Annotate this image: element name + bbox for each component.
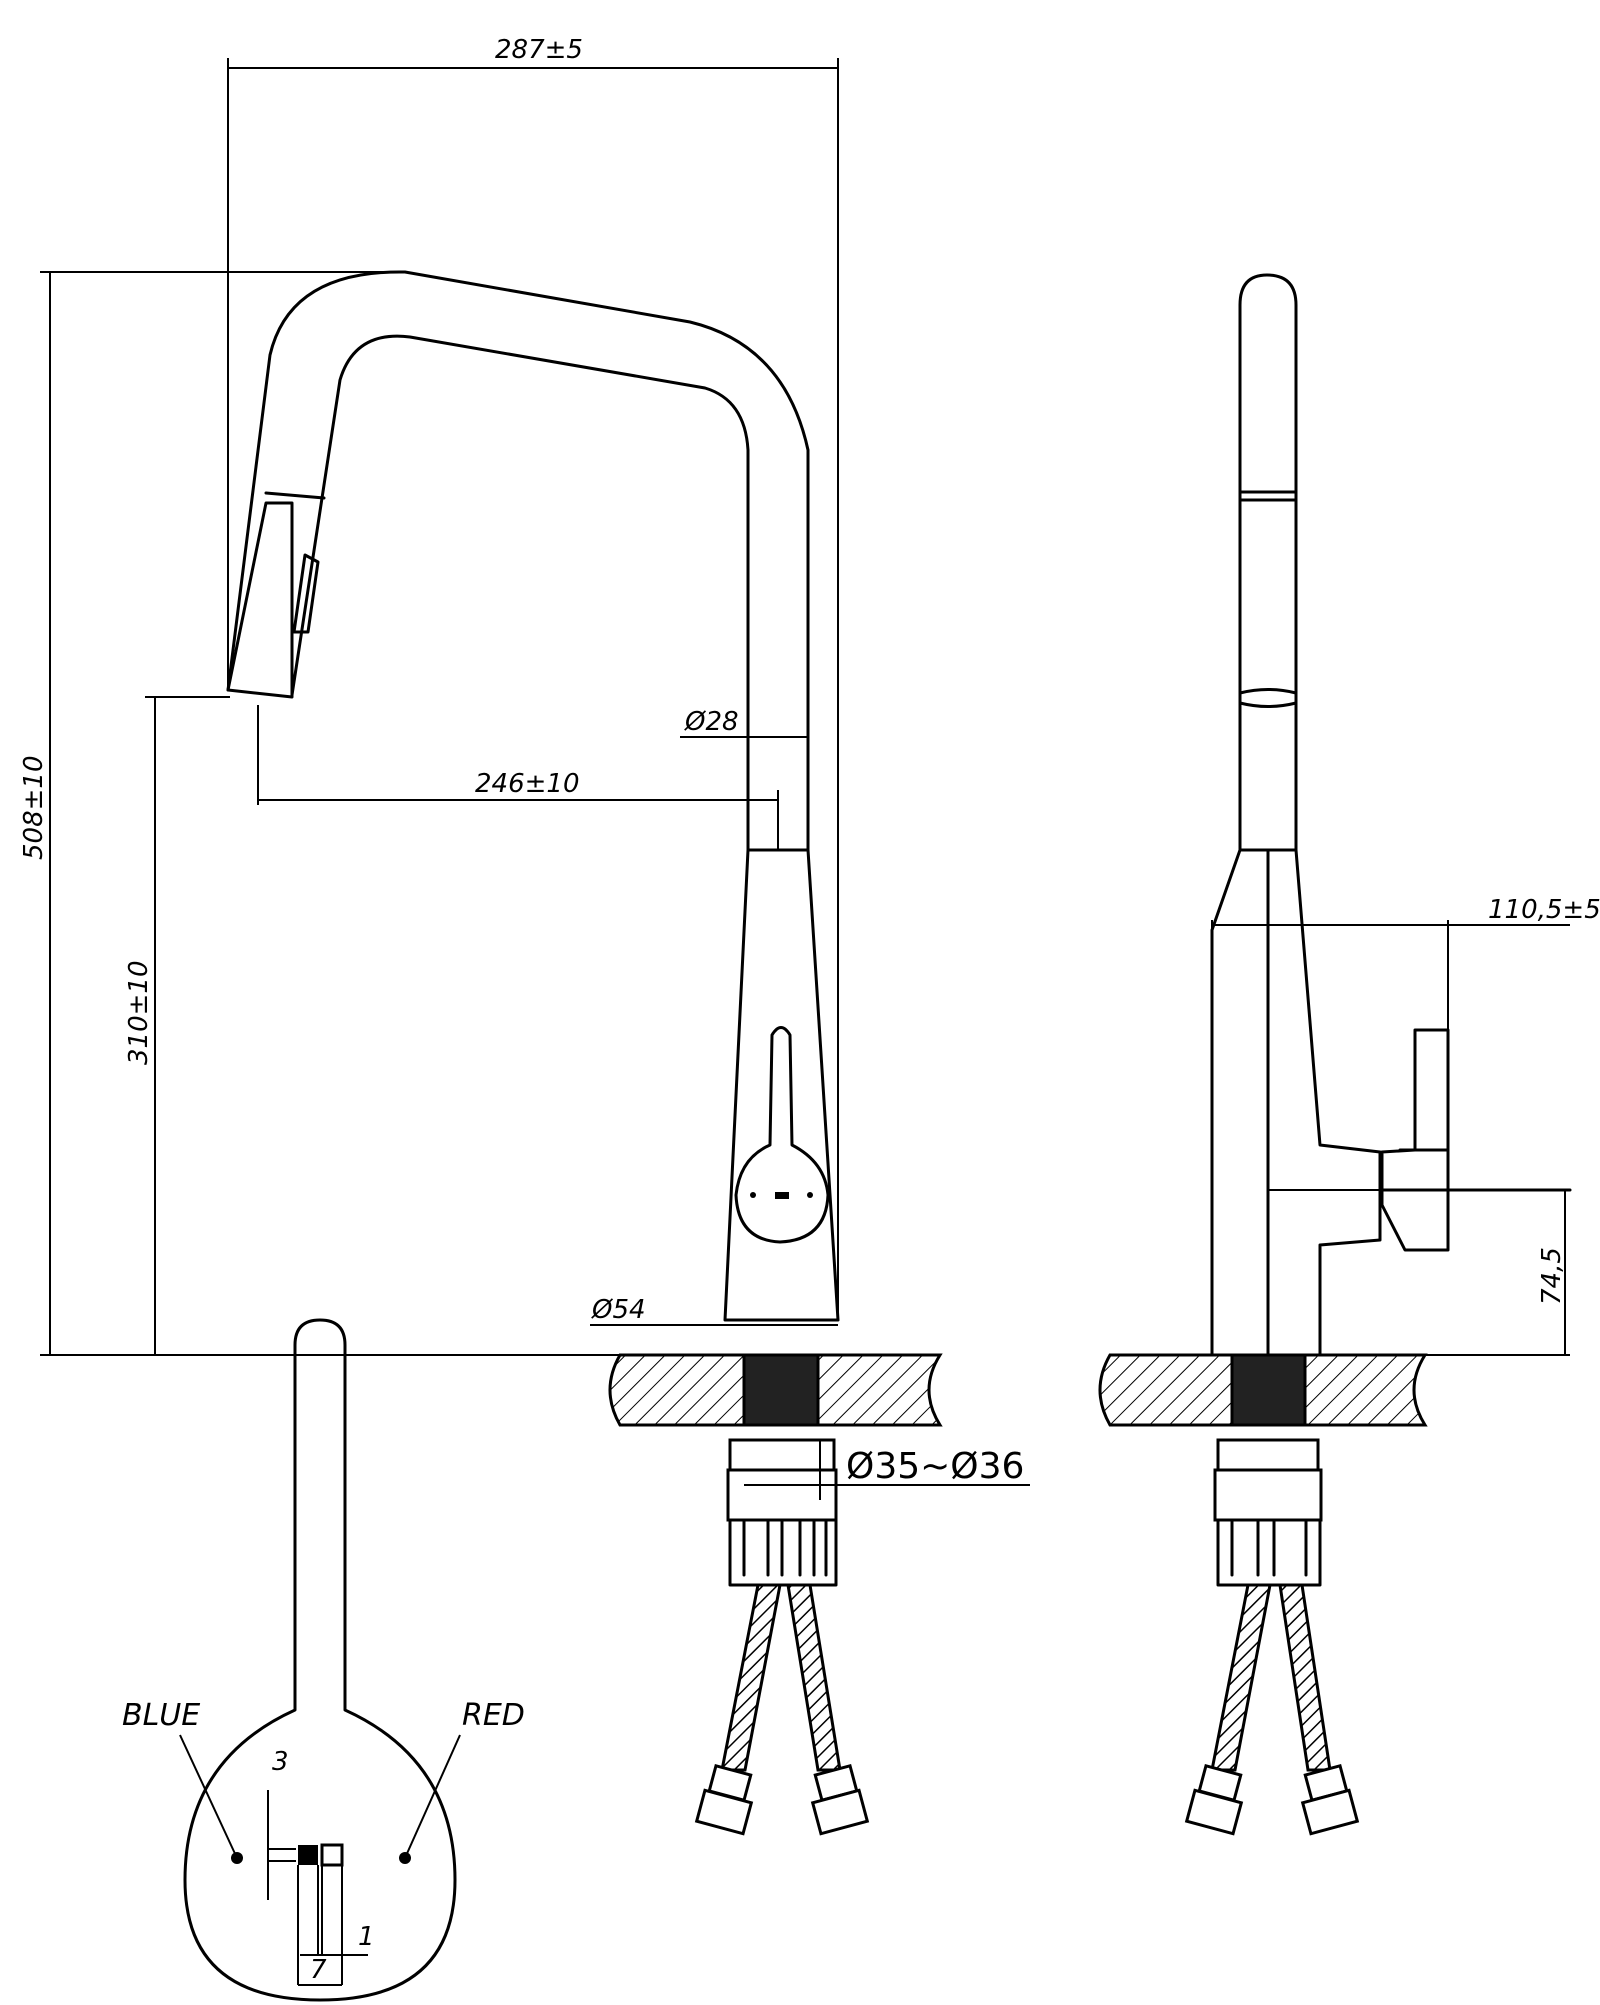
dim-base-diameter: Ø54	[591, 1295, 646, 1325]
spout-outline-inner	[290, 334, 750, 852]
dim-overall-height: 508±10	[19, 756, 49, 861]
spout-outline-outer	[226, 270, 810, 852]
dimension-lines	[40, 58, 1570, 1500]
countertop-left-side	[1098, 1353, 1234, 1427]
hose-left-front	[720, 1583, 782, 1772]
side-handle	[1380, 1028, 1450, 1252]
label-cold: BLUE	[122, 1698, 200, 1733]
dim-slot-height: 3	[272, 1747, 289, 1777]
faucet-body	[723, 848, 840, 1322]
handle-plan-outline	[183, 1318, 457, 2002]
front-view	[226, 270, 943, 1836]
dim-side-depth: 110,5±5	[1488, 895, 1600, 925]
dim-slot-gap: 1	[358, 1922, 375, 1952]
side-view	[1098, 273, 1572, 1836]
countertop-left-front	[608, 1353, 746, 1427]
mounting-stud-front	[742, 1353, 820, 1427]
hose-left-side	[1210, 1583, 1272, 1772]
hose-right-side	[1278, 1583, 1332, 1772]
dim-spout-height: 310±10	[124, 961, 154, 1066]
dim-overall-width: 287±5	[495, 35, 583, 65]
hose-right-front	[786, 1583, 842, 1772]
dim-reach: 246±10	[475, 769, 580, 799]
side-spout	[1238, 273, 1298, 852]
dim-spout-diameter: Ø28	[684, 707, 739, 737]
dim-slot-width: 7	[310, 1955, 327, 1985]
label-hot: RED	[462, 1698, 525, 1733]
top-view-handle	[179, 1318, 461, 2002]
spray-head	[226, 501, 294, 699]
dim-handle-height: 74,5	[1537, 1247, 1567, 1305]
countertop-right-side	[1303, 1353, 1428, 1427]
spray-button	[292, 553, 320, 634]
handle-lever	[734, 1026, 830, 1244]
dim-hole-diameter: Ø35~Ø36	[846, 1446, 1024, 1487]
countertop-right-front	[816, 1353, 943, 1427]
mounting-stud-side	[1230, 1353, 1307, 1427]
